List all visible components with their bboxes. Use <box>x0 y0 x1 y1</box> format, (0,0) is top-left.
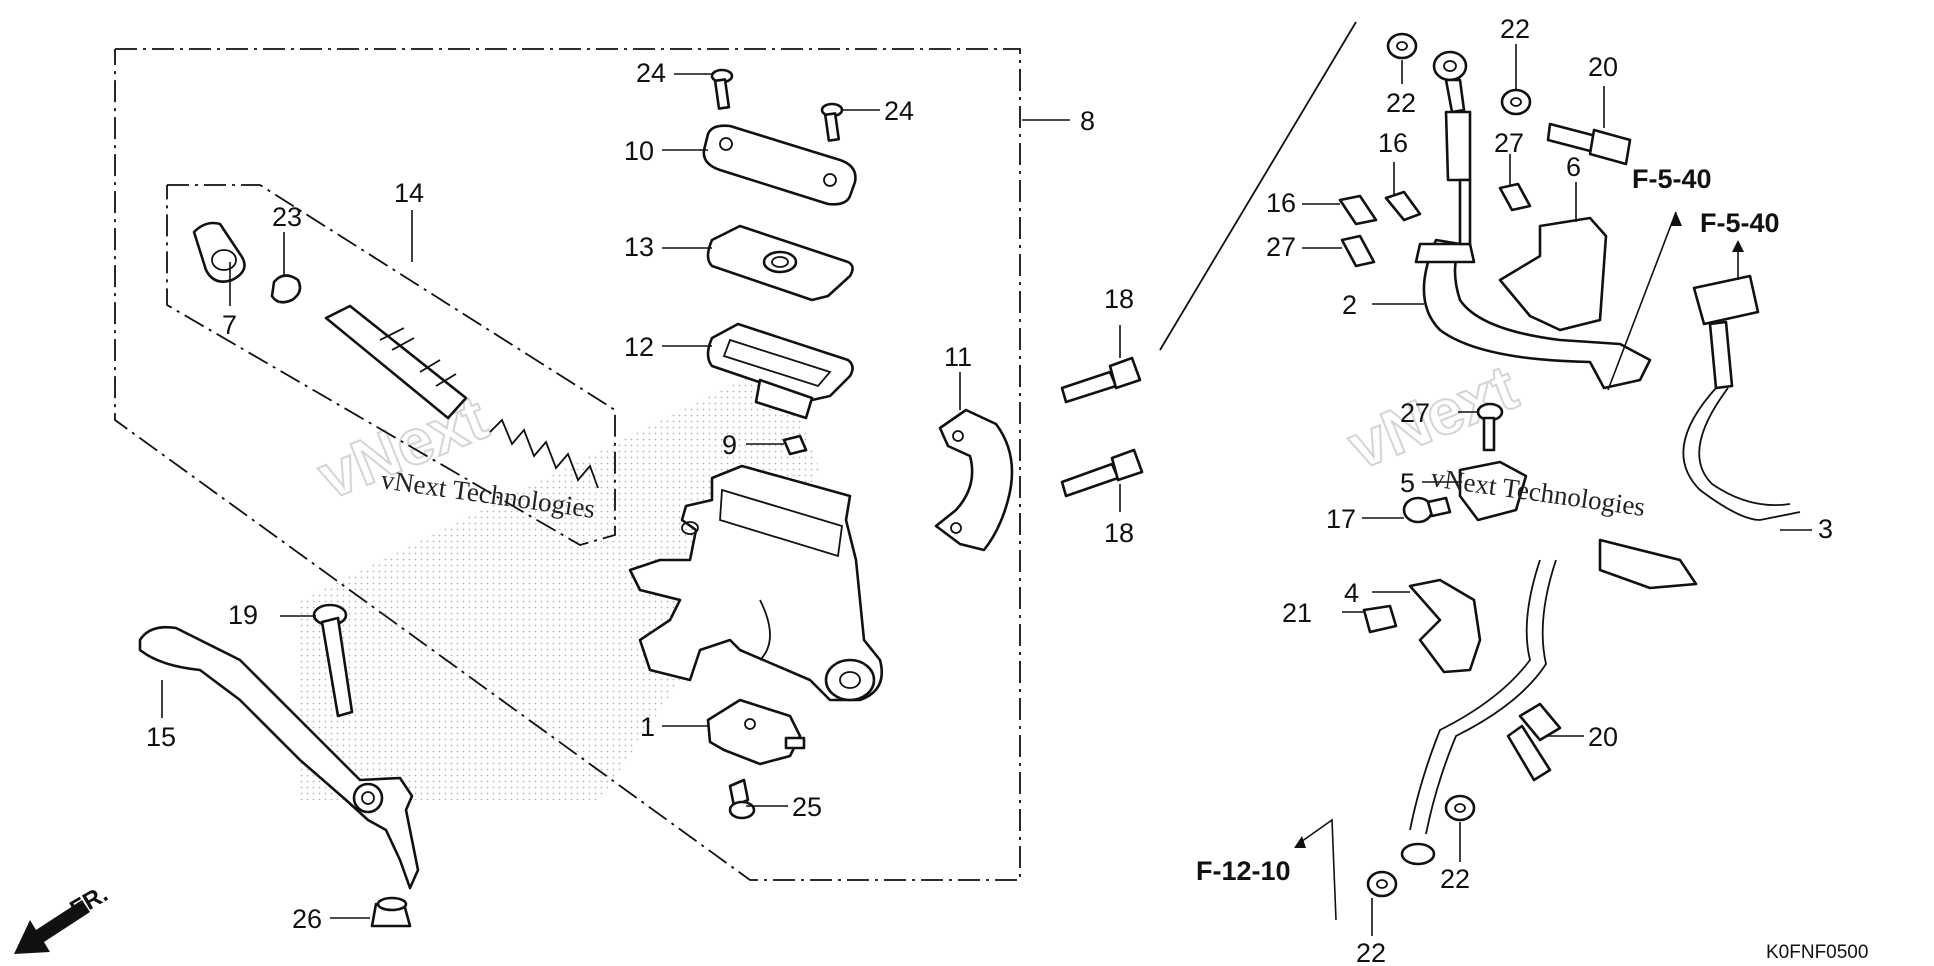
label-14: 14 <box>394 178 424 208</box>
pivot-bolt-19 <box>312 603 354 718</box>
diaphragm-12 <box>706 322 854 420</box>
label-8: 8 <box>1080 106 1095 136</box>
bolt-20-top <box>1546 122 1632 166</box>
hose-3 <box>1400 274 1801 866</box>
washer-22-top-right <box>1500 88 1532 116</box>
clamp-4 <box>1408 578 1482 674</box>
screw-24-a <box>710 68 734 110</box>
part-number-labels: 24 24 8 10 13 12 9 1 25 11 18 18 14 23 7… <box>146 14 1833 966</box>
nut-21 <box>1362 604 1398 634</box>
group-line-right <box>1159 21 1357 351</box>
label-24-a: 24 <box>636 58 666 88</box>
label-22-b: 22 <box>1500 14 1530 44</box>
label-6: 6 <box>1566 152 1581 182</box>
nut-26 <box>370 896 412 928</box>
bolt-20-bottom <box>1506 702 1562 782</box>
label-1: 1 <box>640 712 655 742</box>
screw-25 <box>728 778 756 820</box>
group-outline-master-cylinder <box>114 48 1021 881</box>
label-22-a: 22 <box>1386 88 1416 118</box>
hose-2 <box>1414 50 1652 390</box>
spring <box>489 418 599 489</box>
part-5 <box>1458 460 1528 522</box>
label-4: 4 <box>1344 578 1359 608</box>
circlip-23 <box>270 274 302 304</box>
label-16-a: 16 <box>1378 128 1408 158</box>
label-16-b: 16 <box>1266 188 1296 218</box>
bolt-27-b <box>1340 234 1376 268</box>
master-cylinder-body <box>628 464 884 702</box>
label-7: 7 <box>222 310 237 340</box>
label-11: 11 <box>944 342 972 372</box>
bolt-27-a <box>1498 182 1532 212</box>
switch-1 <box>706 698 806 766</box>
label-26: 26 <box>292 904 322 934</box>
piston <box>324 304 468 420</box>
label-2: 2 <box>1342 290 1357 320</box>
label-27-c: 27 <box>1400 398 1430 428</box>
label-22-c: 22 <box>1440 864 1470 894</box>
bolt-18-a <box>1060 356 1142 404</box>
watermark-text-right: vNext Technologies <box>1429 462 1647 522</box>
label-21: 21 <box>1282 598 1312 628</box>
label-18-b: 18 <box>1104 518 1134 548</box>
reference-arrow-ref-c <box>1294 818 1337 921</box>
label-12: 12 <box>624 332 654 362</box>
reference-code-b: F-5-40 <box>1700 208 1780 238</box>
label-10: 10 <box>624 136 654 166</box>
reference-code-c: F-12-10 <box>1196 856 1291 886</box>
label-24-b: 24 <box>884 96 914 126</box>
label-27-b: 27 <box>1266 232 1296 262</box>
plate-13 <box>706 224 854 302</box>
label-9: 9 <box>722 430 737 460</box>
label-15: 15 <box>146 722 176 752</box>
label-22-d: 22 <box>1356 938 1386 966</box>
holder-11 <box>934 408 1014 552</box>
bolt-18-b <box>1060 448 1144 498</box>
reservoir-cap-10 <box>702 124 857 206</box>
label-27-a: 27 <box>1494 128 1524 158</box>
reference-arrow-ref-b <box>1732 240 1744 280</box>
bolt-17 <box>1402 496 1452 524</box>
label-19: 19 <box>228 600 258 630</box>
washer-22-bottom-right <box>1444 794 1476 822</box>
reference-arrow-ref-a <box>1607 211 1682 391</box>
clip-9 <box>782 434 808 456</box>
bolt-16-a <box>1384 190 1422 222</box>
leader-lines <box>161 44 1812 936</box>
bracket-6 <box>1498 216 1608 332</box>
label-23: 23 <box>272 202 302 232</box>
label-17: 17 <box>1326 504 1356 534</box>
reference-code-a: F-5-40 <box>1632 164 1712 194</box>
screw-24-b <box>820 102 844 142</box>
label-3: 3 <box>1818 514 1833 544</box>
label-13: 13 <box>624 232 654 262</box>
boot-7 <box>192 221 246 283</box>
label-25: 25 <box>792 792 822 822</box>
label-18-a: 18 <box>1104 284 1134 314</box>
diagram-code: K0FNF0500 <box>1766 942 1868 963</box>
washer-22-top-left <box>1386 32 1418 60</box>
shading-stipple <box>300 360 820 800</box>
front-direction-arrow-icon <box>14 900 90 954</box>
label-20-a: 20 <box>1588 52 1618 82</box>
bolt-16-b <box>1338 194 1378 226</box>
label-20-b: 20 <box>1588 722 1618 752</box>
brake-lever-15 <box>138 625 420 890</box>
washer-22-bottom-left <box>1366 870 1398 898</box>
label-5: 5 <box>1400 468 1415 498</box>
group-outline-piston-set <box>166 184 616 546</box>
